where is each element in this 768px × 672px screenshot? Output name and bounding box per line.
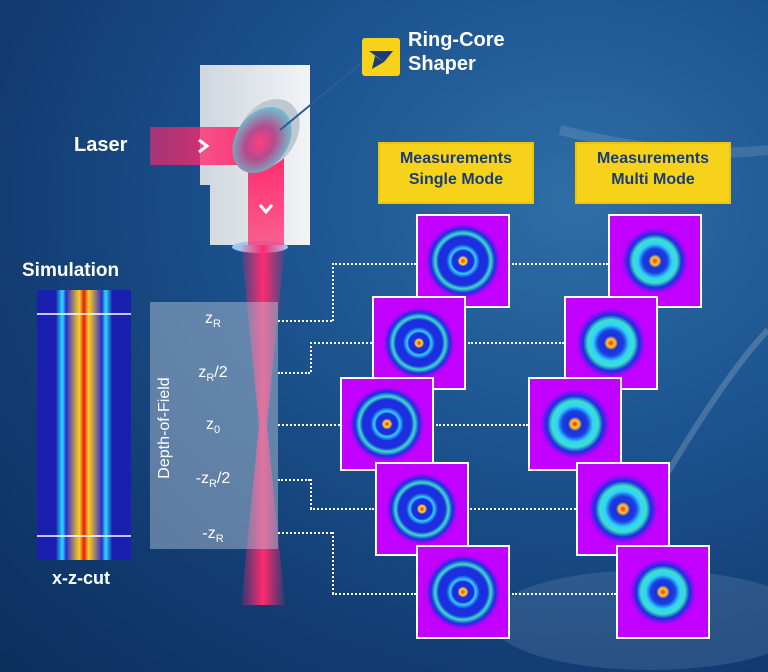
z-label-zr: zR [205,310,221,331]
multi-mode-measurement-neg-zr [616,545,710,639]
connector [278,424,340,426]
depth-of-field-label: Depth-of-Field [156,376,173,479]
connector [332,532,334,594]
connector [512,263,608,265]
single-mode-measurement-zr-half [372,296,466,390]
arrow-right-icon [198,138,210,154]
connector [278,532,332,534]
arrow-down-icon [258,204,274,215]
multi-mode-measurement-zr-half [564,296,658,390]
ring-core-shaper-disc [232,98,300,174]
z-label-z0: z0 [205,416,221,437]
connector [310,479,312,509]
connector [278,320,332,322]
connector [436,424,528,426]
xz-cut-label: x-z-cut [52,568,110,588]
connector [278,479,310,481]
connector [310,342,372,344]
focused-beam [241,245,285,605]
simulation-xz-cut [37,290,131,560]
connector [332,263,334,321]
connector [470,508,576,510]
connector [278,372,310,374]
multi-mode-measurement-zr [608,214,702,308]
shaper-leader-line [279,59,366,131]
connector [332,263,416,265]
multi-mode-measurement-neg-zr-half [576,462,670,556]
single-mode-measurement-neg-zr [416,545,510,639]
shaper-logo-icon [362,38,400,76]
single-mode-measurement-zr [416,214,510,308]
depth-of-field-panel [150,302,278,549]
connector [310,508,374,510]
connector [468,342,564,344]
connector [310,342,312,372]
simulation-label: Simulation [22,260,120,281]
single-mode-measurement-neg-zr-half [375,462,469,556]
z-label-zr-half: zR/2 [198,364,228,385]
z-label-neg-zr: -zR [202,525,224,546]
shaper-label: Ring-Core Shaper [408,29,505,75]
laser-label: Laser [74,134,128,156]
z-label-neg-zr-half: -zR/2 [195,470,231,491]
connector [512,593,616,595]
multi-mode-measurement-z0 [528,377,622,471]
single-mode-measurement-z0 [340,377,434,471]
connector [332,593,416,595]
